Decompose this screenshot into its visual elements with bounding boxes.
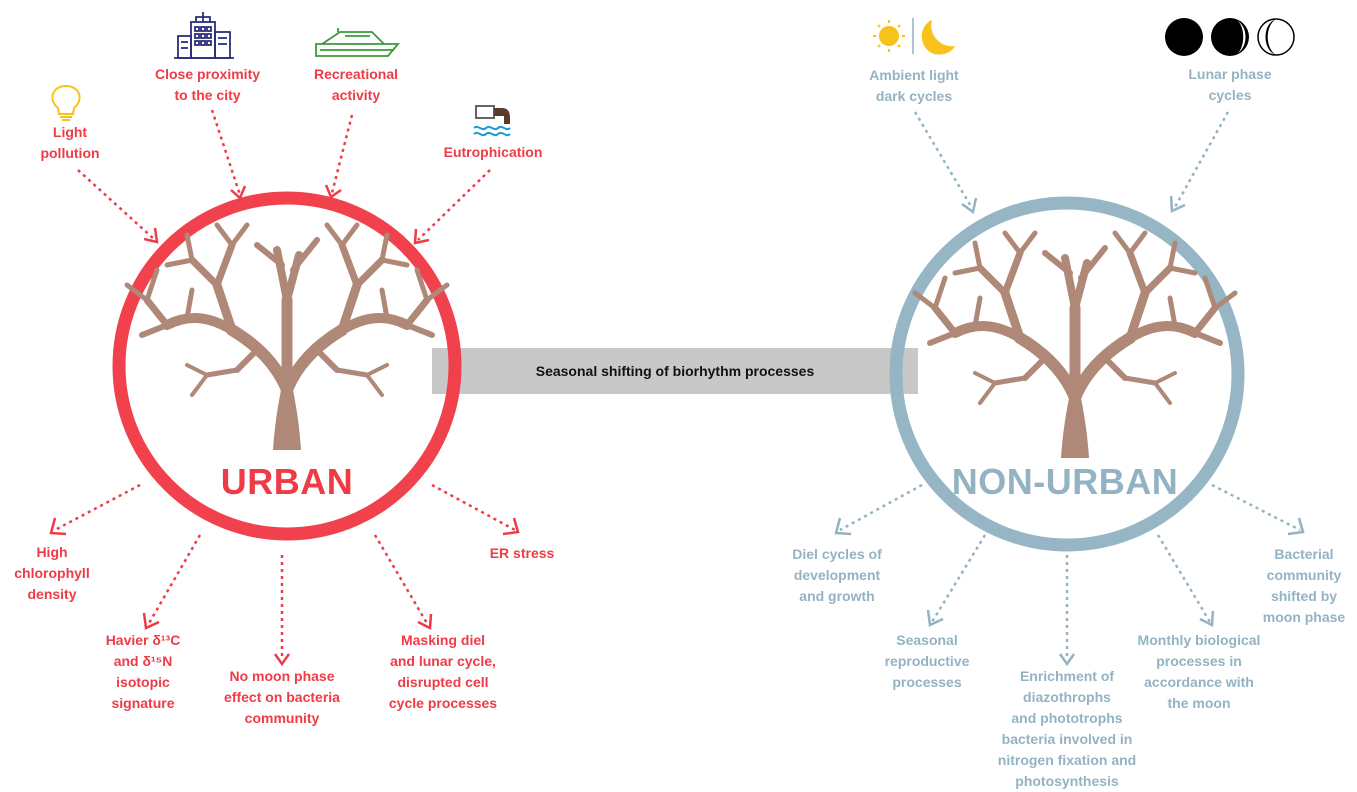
diel-cycles-label: Diel cycles of development and growth bbox=[792, 546, 882, 604]
banner-text: Seasonal shifting of biorhythm processes bbox=[535, 363, 815, 379]
sun-icon bbox=[873, 20, 905, 52]
urban-coral-icon bbox=[127, 225, 447, 450]
pipe-discharge-icon bbox=[473, 105, 511, 137]
seasonal-reproductive-label: Seasonal reproductive processes bbox=[884, 632, 970, 690]
lightbulb-icon bbox=[51, 84, 81, 121]
urban-effect-arrowheads bbox=[49, 517, 520, 667]
light-pollution-label: Light pollution bbox=[40, 124, 100, 161]
non-urban-input-arrowheads bbox=[961, 195, 1186, 215]
non-urban-effect-arrows bbox=[839, 483, 1301, 660]
er-stress-label: ER stress bbox=[489, 545, 555, 561]
urban-effect-arrows bbox=[54, 483, 516, 660]
chlorophyll-label: High chlorophyll density bbox=[14, 544, 90, 602]
non-urban-title: NON-URBAN bbox=[951, 461, 1179, 502]
bacterial-community-label: Bacterial community shifted by moon phas… bbox=[1262, 546, 1346, 625]
non-urban-circle bbox=[889, 196, 1245, 552]
recreational-label: Recreational activity bbox=[313, 66, 399, 103]
enrichment-label: Enrichment of diazothrophs and phototrop… bbox=[997, 668, 1137, 789]
urban-title: URBAN bbox=[220, 461, 354, 502]
monthly-biological-label: Monthly biological processes in accordan… bbox=[1137, 632, 1261, 711]
city-building-icon bbox=[174, 12, 234, 59]
non-urban-coral-icon bbox=[915, 233, 1235, 458]
non-urban-effect-arrowheads bbox=[834, 517, 1305, 667]
eutrophication-label: Eutrophication bbox=[443, 144, 543, 160]
non-urban-input-arrows bbox=[913, 111, 1230, 209]
moon-phases-icon bbox=[1165, 18, 1295, 56]
isotopic-label: Havier δ¹³C and δ¹⁵N isotopic signature bbox=[105, 632, 181, 711]
ambient-light-label: Ambient light dark cycles bbox=[869, 67, 959, 104]
urban-input-arrowheads bbox=[143, 184, 430, 245]
lunar-phase-label: Lunar phase cycles bbox=[1188, 66, 1272, 103]
moon-bacteria-label: No moon phase effect on bacteria communi… bbox=[224, 668, 340, 726]
crescent-moon-icon bbox=[921, 20, 955, 55]
banner-bar bbox=[432, 348, 918, 394]
city-proximity-label: Close proximity to the city bbox=[154, 66, 261, 103]
boat-icon bbox=[315, 28, 400, 57]
masking-label: Masking diel and lunar cycle, disrupted … bbox=[388, 632, 498, 711]
urban-circle bbox=[112, 191, 462, 541]
urban-input-arrows bbox=[77, 109, 491, 241]
